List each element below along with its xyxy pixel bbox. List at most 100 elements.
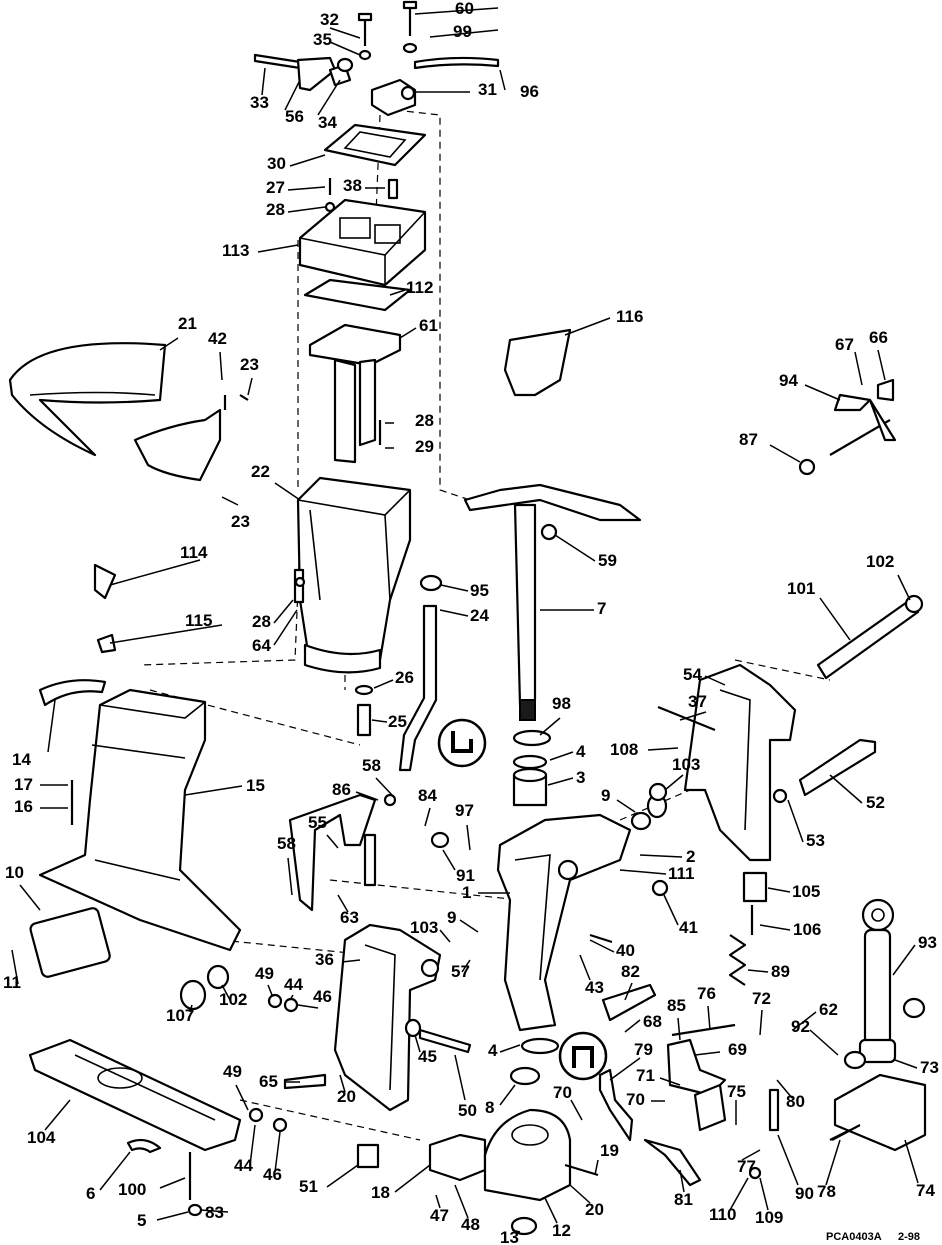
callout-102: 102: [866, 552, 894, 571]
callout-19: 19: [600, 1141, 619, 1160]
callout-93: 93: [918, 933, 937, 952]
callout-24: 24: [470, 606, 489, 625]
callout-45: 45: [418, 1047, 437, 1066]
compound-badges: [437, 718, 608, 1081]
callout-22: 22: [251, 462, 270, 481]
callout-8: 8: [485, 1098, 494, 1117]
callout-79: 79: [634, 1040, 653, 1059]
callout-44: 44: [284, 975, 303, 994]
callout-49: 49: [223, 1062, 242, 1081]
midsection-housing: [29, 563, 242, 978]
callout-38: 38: [343, 176, 362, 195]
callout-23: 23: [231, 512, 250, 531]
callout-23: 23: [240, 355, 259, 374]
callout-17: 17: [14, 775, 33, 794]
callout-69: 69: [728, 1040, 747, 1059]
callout-62: 62: [819, 1000, 838, 1019]
callout-41: 41: [679, 918, 698, 937]
callout-26: 26: [395, 668, 414, 687]
callout-11: 11: [3, 973, 21, 992]
figure-date: 2-98: [898, 1231, 920, 1243]
callout-56: 56: [285, 107, 304, 126]
callout-85: 85: [667, 996, 686, 1015]
callout-50: 50: [458, 1101, 477, 1120]
tilt-tube: [648, 594, 924, 804]
callout-20: 20: [337, 1087, 356, 1106]
callout-111: 111: [668, 864, 695, 883]
callout-78: 78: [817, 1182, 836, 1201]
callout-116: 116: [616, 307, 643, 326]
callout-103: 103: [672, 755, 700, 774]
callout-100: 100: [118, 1180, 146, 1199]
callout-68: 68: [643, 1012, 662, 1031]
callout-81: 81: [674, 1190, 693, 1209]
callout-20: 20: [585, 1200, 604, 1219]
callout-108: 108: [610, 740, 638, 759]
callout-61: 61: [419, 316, 438, 335]
callout-49: 49: [255, 964, 274, 983]
callout-7: 7: [597, 599, 606, 618]
callout-63: 63: [340, 908, 359, 927]
callout-104: 104: [27, 1128, 56, 1147]
callout-102: 102: [219, 990, 247, 1009]
callout-99: 99: [453, 22, 472, 41]
callout-114: 114: [180, 543, 208, 562]
callout-103: 103: [410, 918, 438, 937]
callout-70: 70: [553, 1083, 572, 1102]
callout-12: 12: [552, 1221, 571, 1240]
assembly-guide-lines: [139, 109, 831, 1141]
callout-66: 66: [869, 328, 888, 347]
callout-75: 75: [727, 1082, 746, 1101]
callout-54: 54: [683, 665, 702, 684]
callout-92: 92: [791, 1017, 810, 1036]
callout-97: 97: [455, 801, 474, 820]
callout-25: 25: [388, 712, 407, 731]
leader-lines: [11, 7, 919, 1233]
callout-18: 18: [371, 1183, 390, 1202]
callout-74: 74: [916, 1181, 935, 1200]
callout-113: 113: [222, 241, 249, 260]
locking-compound-badge: [437, 718, 487, 768]
callout-80: 80: [786, 1092, 805, 1111]
callout-91: 91: [456, 866, 475, 885]
callout-48: 48: [461, 1215, 480, 1234]
callout-32: 32: [320, 10, 339, 29]
callout-14: 14: [12, 750, 31, 769]
callout-83: 83: [205, 1203, 224, 1222]
callout-44: 44: [234, 1156, 253, 1175]
callout-87: 87: [739, 430, 758, 449]
figure-code: PCA0403A: [826, 1231, 882, 1243]
adhesive-compound-badge: [558, 1031, 608, 1081]
callout-37: 37: [688, 692, 707, 711]
callout-73: 73: [920, 1058, 939, 1077]
callout-9: 9: [447, 908, 456, 927]
callout-115: 115: [185, 611, 212, 630]
callout-84: 84: [418, 786, 437, 805]
exhaust-adapter: [298, 198, 427, 464]
lower-unit-parts: [28, 964, 702, 1236]
callout-86: 86: [332, 780, 351, 799]
callout-28: 28: [415, 411, 434, 430]
tilt-cylinder: [831, 898, 927, 1152]
callout-4: 4: [576, 742, 586, 761]
callout-36: 36: [315, 950, 334, 969]
callout-29: 29: [415, 437, 434, 456]
callout-15: 15: [246, 776, 265, 795]
callout-35: 35: [313, 30, 332, 49]
callout-28: 28: [252, 612, 271, 631]
callout-55: 55: [308, 813, 327, 832]
callout-34: 34: [318, 113, 337, 132]
callout-82: 82: [621, 962, 640, 981]
upper-mount-assembly: [253, 0, 500, 213]
callout-106: 106: [793, 920, 821, 939]
callout-60: 60: [455, 0, 474, 18]
callout-33: 33: [250, 93, 269, 112]
callout-2: 2: [686, 847, 695, 866]
callout-13: 13: [500, 1228, 519, 1245]
callout-40: 40: [616, 941, 635, 960]
callout-10: 10: [5, 863, 24, 882]
callout-51: 51: [299, 1177, 318, 1196]
callout-16: 16: [14, 797, 33, 816]
callout-70: 70: [626, 1090, 645, 1109]
